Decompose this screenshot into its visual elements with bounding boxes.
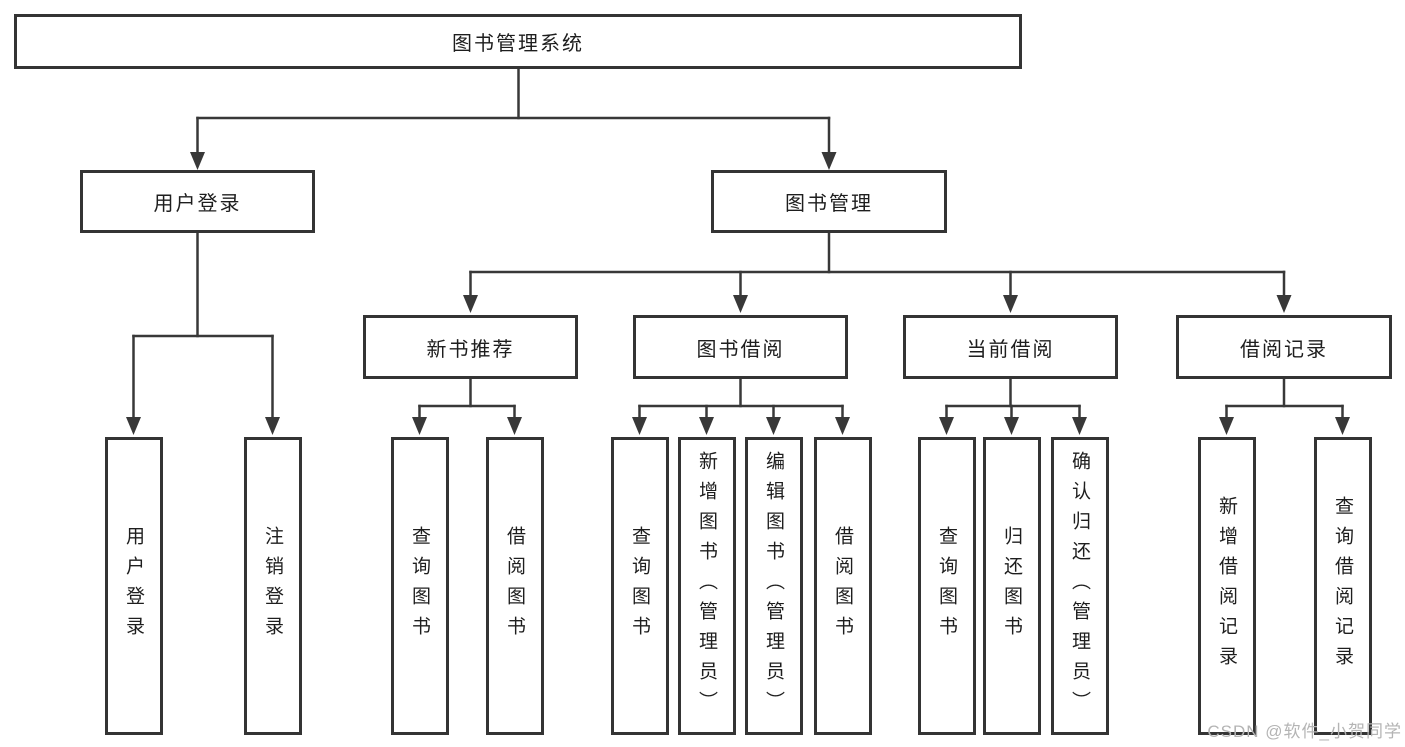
node-root-system-label: 图书管理系统 bbox=[452, 33, 584, 55]
node-user-login-label: 用户登录 bbox=[153, 193, 242, 215]
leaf-user-login: 用户登录 bbox=[104, 437, 163, 735]
leaf-recommend-query-books: 查询图书 bbox=[390, 437, 449, 735]
node-book-borrow-label: 图书借阅 bbox=[696, 338, 785, 361]
leaf-current-query-books: 查询图书 bbox=[917, 437, 976, 735]
node-borrow-records: 借阅记录 bbox=[1176, 315, 1392, 379]
leaf-current-confirm-return-admin: 确认归还（管理员） bbox=[1050, 437, 1109, 735]
leaf-records-query-record: 查询借阅记录 bbox=[1313, 437, 1372, 735]
leaf-records-add-record: 新增借阅记录 bbox=[1197, 437, 1256, 735]
connector-current-borrow bbox=[939, 377, 1087, 435]
leaf-borrow-borrow-books: 借阅图书 bbox=[813, 437, 872, 735]
node-new-book-recommend-label: 新书推荐 bbox=[426, 338, 515, 361]
connector-new-book-recommend bbox=[412, 377, 522, 435]
connector-book-management bbox=[463, 231, 1292, 313]
connector-borrow-records bbox=[1219, 377, 1350, 435]
connector-user-login bbox=[126, 231, 280, 435]
node-user-login: 用户登录 bbox=[80, 170, 315, 233]
node-borrow-records-label: 借阅记录 bbox=[1240, 338, 1328, 361]
leaf-borrow-edit-books-admin: 编辑图书（管理员） bbox=[744, 437, 803, 735]
leaf-logout: 注销登录 bbox=[243, 437, 302, 735]
leaf-borrow-query-books: 查询图书 bbox=[610, 437, 669, 735]
connector-book-borrow bbox=[632, 377, 850, 435]
leaf-borrow-add-books-admin: 新增图书（管理员） bbox=[677, 437, 736, 735]
node-book-management: 图书管理 bbox=[711, 170, 947, 233]
node-new-book-recommend: 新书推荐 bbox=[363, 315, 578, 379]
node-current-borrow-label: 当前借阅 bbox=[966, 338, 1055, 361]
leaf-current-return-books: 归还图书 bbox=[982, 437, 1041, 735]
node-root-system: 图书管理系统 bbox=[14, 14, 1022, 69]
node-current-borrow: 当前借阅 bbox=[903, 315, 1118, 379]
node-book-management-label: 图书管理 bbox=[785, 193, 873, 215]
node-book-borrow: 图书借阅 bbox=[633, 315, 848, 379]
csdn-watermark: CSDN @软件_小贺同学 bbox=[1207, 722, 1402, 741]
leaf-recommend-borrow-books: 借阅图书 bbox=[485, 437, 544, 735]
connector-root bbox=[190, 66, 837, 170]
